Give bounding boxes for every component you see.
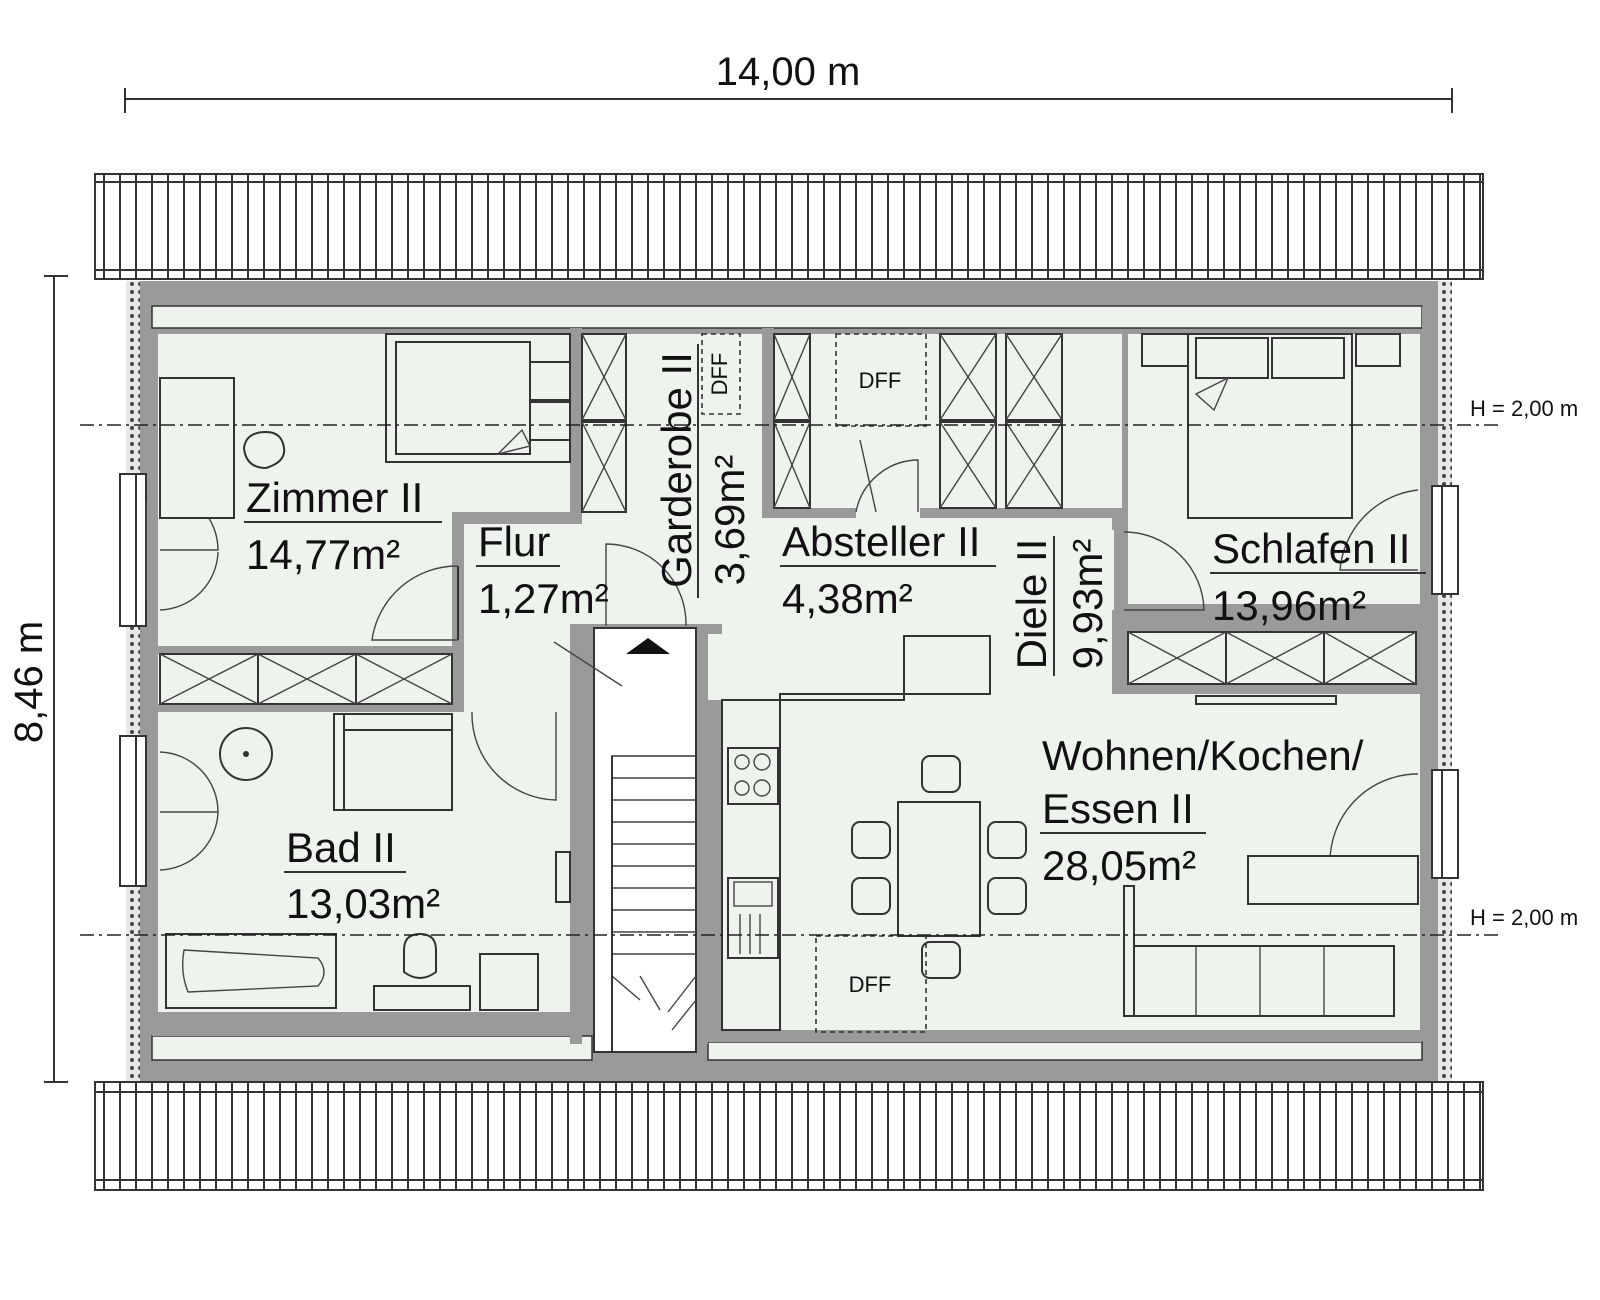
- height-line-label-bottom: H = 2,00 m: [1470, 905, 1578, 930]
- room-label-diele: Diele II 9,93m²: [1008, 536, 1111, 676]
- door-bad: [471, 711, 557, 801]
- room-name-diele: Diele II: [1008, 539, 1055, 670]
- staircase: [553, 627, 697, 1053]
- desk-zimmer: [159, 377, 235, 519]
- room-name-wohnen-line1: Wohnen/Kochen/: [1042, 732, 1364, 779]
- room-name-absteller: Absteller II: [782, 518, 980, 565]
- window-bad: [119, 735, 219, 887]
- room-label-zimmer: Zimmer II 14,77m²: [244, 474, 442, 578]
- room-area-diele: 9,93m²: [1064, 539, 1111, 670]
- dff-label-wohnen: DFF: [849, 972, 892, 997]
- room-name-schlafen: Schlafen II: [1212, 525, 1410, 572]
- dff-label-garderobe: DFF: [707, 353, 732, 396]
- room-label-absteller: Absteller II 4,38m²: [780, 518, 996, 622]
- tv-board: [1247, 855, 1419, 905]
- window-schlafen: [1339, 485, 1459, 595]
- door-zimmer: [371, 565, 459, 641]
- room-name-zimmer: Zimmer II: [246, 474, 423, 521]
- bad-fixtures: [165, 713, 571, 1011]
- width-dimension: 14,00 m: [124, 50, 1453, 113]
- toilet: [403, 932, 437, 979]
- room-name-bad: Bad II: [286, 824, 396, 871]
- dff-markers: DFF DFF DFF: [701, 333, 927, 1033]
- room-label-bad: Bad II 13,03m²: [284, 824, 440, 927]
- stair-arrow-icon: [626, 638, 670, 654]
- room-area-schlafen: 13,96m²: [1212, 582, 1366, 629]
- hob: [727, 747, 779, 805]
- sofa: [1123, 945, 1395, 1017]
- bathtub: [165, 933, 337, 1009]
- height-line-top: H = 2,00 m: [80, 396, 1578, 426]
- chair-zimmer: [242, 430, 286, 470]
- roof-top: [94, 173, 1484, 280]
- door-schlafen: [1123, 531, 1205, 611]
- dff-label-absteller: DFF: [859, 368, 902, 393]
- width-dimension-label: 14,00 m: [716, 50, 861, 94]
- zimmer-furniture: [159, 333, 571, 519]
- living-furniture: [1123, 695, 1419, 1017]
- dining-table: [897, 801, 981, 937]
- room-name-flur: Flur: [478, 518, 550, 565]
- interior-walls: [152, 306, 1438, 1044]
- wardrobes: [159, 333, 1417, 705]
- height-line-bottom: H = 2,00 m: [80, 905, 1578, 936]
- room-area-zimmer: 14,77m²: [246, 531, 400, 578]
- room-name-wohnen-line2: Essen II: [1042, 785, 1194, 832]
- height-dimension: 8,46 m: [7, 275, 68, 1083]
- room-label-garderobe: Garderobe II 3,69m²: [653, 344, 753, 598]
- window-wohnen: [1329, 769, 1459, 879]
- dining-set: [851, 755, 1027, 979]
- door-absteller: [855, 439, 919, 513]
- room-area-flur: 1,27m²: [478, 575, 609, 622]
- kitchen: [721, 635, 991, 1031]
- room-area-bad: 13,03m²: [286, 880, 440, 927]
- room-label-schlafen: Schlafen II 13,96m²: [1210, 525, 1426, 629]
- height-dimension-label: 8,46 m: [7, 621, 51, 743]
- door-stair: [605, 543, 687, 627]
- room-label-wohnen: Wohnen/Kochen/ Essen II 28,05m²: [1040, 732, 1364, 889]
- room-area-absteller: 4,38m²: [782, 575, 913, 622]
- room-area-garderobe: 3,69m²: [706, 455, 753, 586]
- schlafen-furniture: [1141, 333, 1401, 519]
- room-area-wohnen: 28,05m²: [1042, 842, 1196, 889]
- room-label-flur: Flur 1,27m²: [476, 518, 609, 622]
- kitchen-sink: [727, 877, 779, 959]
- roof-bottom: [94, 1081, 1484, 1191]
- room-name-garderobe: Garderobe II: [653, 352, 700, 588]
- height-line-label-top: H = 2,00 m: [1470, 396, 1578, 421]
